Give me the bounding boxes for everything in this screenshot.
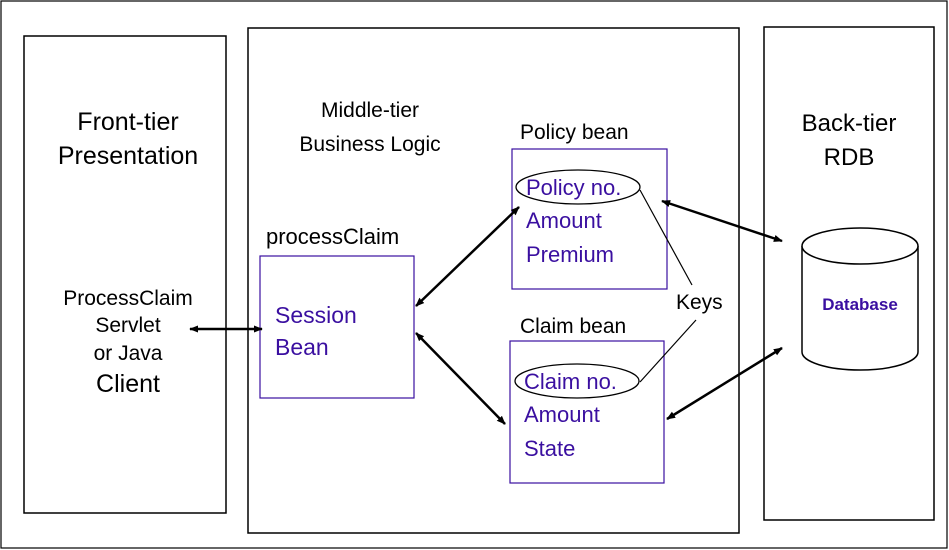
arrow-claim-database — [666, 346, 783, 421]
keys-label: Keys — [676, 291, 723, 314]
claim-field-amount: Amount — [524, 402, 600, 427]
policy-bean-label: Policy bean — [520, 121, 629, 144]
keys-line-policy — [639, 189, 693, 286]
arrow-session-claim — [415, 332, 506, 425]
claim-field-state: State — [524, 436, 575, 461]
client-line3: or Java — [94, 342, 163, 365]
middle-tier-title-line2: Business Logic — [299, 133, 440, 156]
client-line1: ProcessClaim — [63, 287, 193, 310]
claim-bean-label: Claim bean — [520, 315, 626, 338]
back-tier-box — [763, 26, 935, 521]
client-line2: Servlet — [95, 314, 161, 337]
database-icon — [801, 227, 919, 371]
client-line4: Client — [96, 370, 160, 398]
claim-key-ellipse — [514, 363, 640, 399]
policy-field-premium: Premium — [526, 242, 614, 267]
middle-tier-box — [247, 27, 740, 534]
claim-bean-box — [509, 340, 665, 484]
front-tier-title-line2: Presentation — [58, 142, 198, 170]
policy-field-amount: Amount — [526, 208, 602, 233]
keys-line-claim — [639, 319, 697, 383]
front-tier-title-line1: Front-tier — [77, 108, 178, 136]
arrow-session-policy — [415, 206, 520, 307]
back-tier-title-line2: RDB — [824, 144, 875, 171]
arrow-policy-database — [661, 199, 783, 243]
claim-key-field: Claim no. — [524, 369, 617, 394]
policy-key-ellipse — [515, 169, 641, 205]
session-bean-line1: Session — [275, 302, 357, 328]
process-claim-label: processClaim — [266, 224, 399, 249]
policy-key-field: Policy no. — [526, 175, 621, 200]
front-tier-box — [23, 35, 227, 514]
back-tier-title-line1: Back-tier — [802, 110, 897, 137]
session-bean-line2: Bean — [275, 334, 329, 360]
middle-tier-title-line1: Middle-tier — [321, 99, 419, 122]
database-label: Database — [822, 295, 898, 314]
